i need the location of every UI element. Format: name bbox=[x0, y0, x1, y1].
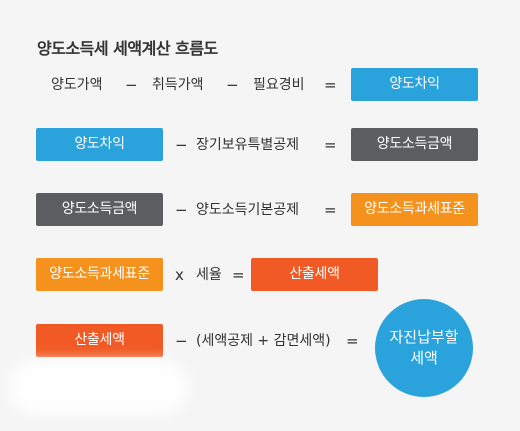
sale-price-label: 양도가액 bbox=[51, 77, 103, 93]
equals-operator: = bbox=[324, 201, 337, 219]
equals-operator: = bbox=[346, 332, 359, 350]
blurred-overlay bbox=[8, 360, 188, 415]
tax-rate-label: 세율 bbox=[196, 267, 222, 283]
acquisition-price-label: 취득가액 bbox=[152, 77, 204, 93]
transfer-income-box: 양도소득금액 bbox=[36, 193, 163, 226]
tax-payable-line2: 세액 bbox=[410, 349, 438, 367]
multiply-operator: x bbox=[175, 266, 184, 284]
equals-operator: = bbox=[232, 266, 245, 284]
necessary-expenses-label: 필요경비 bbox=[253, 77, 305, 93]
capital-gain-box: 양도차익 bbox=[36, 128, 163, 161]
transfer-income-box: 양도소득금액 bbox=[351, 128, 478, 161]
equals-operator: = bbox=[324, 76, 337, 94]
long-term-holding-deduction-label: 장기보유특별공제 bbox=[196, 137, 300, 153]
minus-operator: − bbox=[125, 76, 138, 94]
tax-payable-line1: 자진납부할 bbox=[389, 328, 459, 346]
calculated-tax-box: 산출세액 bbox=[251, 258, 378, 291]
tax-base-box: 양도소득과세표준 bbox=[351, 193, 478, 226]
minus-operator: − bbox=[175, 332, 188, 350]
tax-base-box: 양도소득과세표준 bbox=[36, 258, 163, 291]
equals-operator: = bbox=[324, 136, 337, 154]
tax-credit-reduction-label: (세액공제 + 감면세액) bbox=[196, 333, 331, 349]
calculated-tax-box: 산출세액 bbox=[36, 324, 163, 357]
capital-gain-box: 양도차익 bbox=[351, 68, 478, 101]
minus-operator: − bbox=[226, 76, 239, 94]
basic-deduction-label: 양도소득기본공제 bbox=[196, 202, 300, 218]
diagram-title: 양도소득세 세액계산 흐름도 bbox=[37, 39, 218, 58]
minus-operator: − bbox=[175, 136, 188, 154]
tax-payable-circle: 자진납부할 세액 bbox=[375, 299, 473, 397]
minus-operator: − bbox=[175, 201, 188, 219]
